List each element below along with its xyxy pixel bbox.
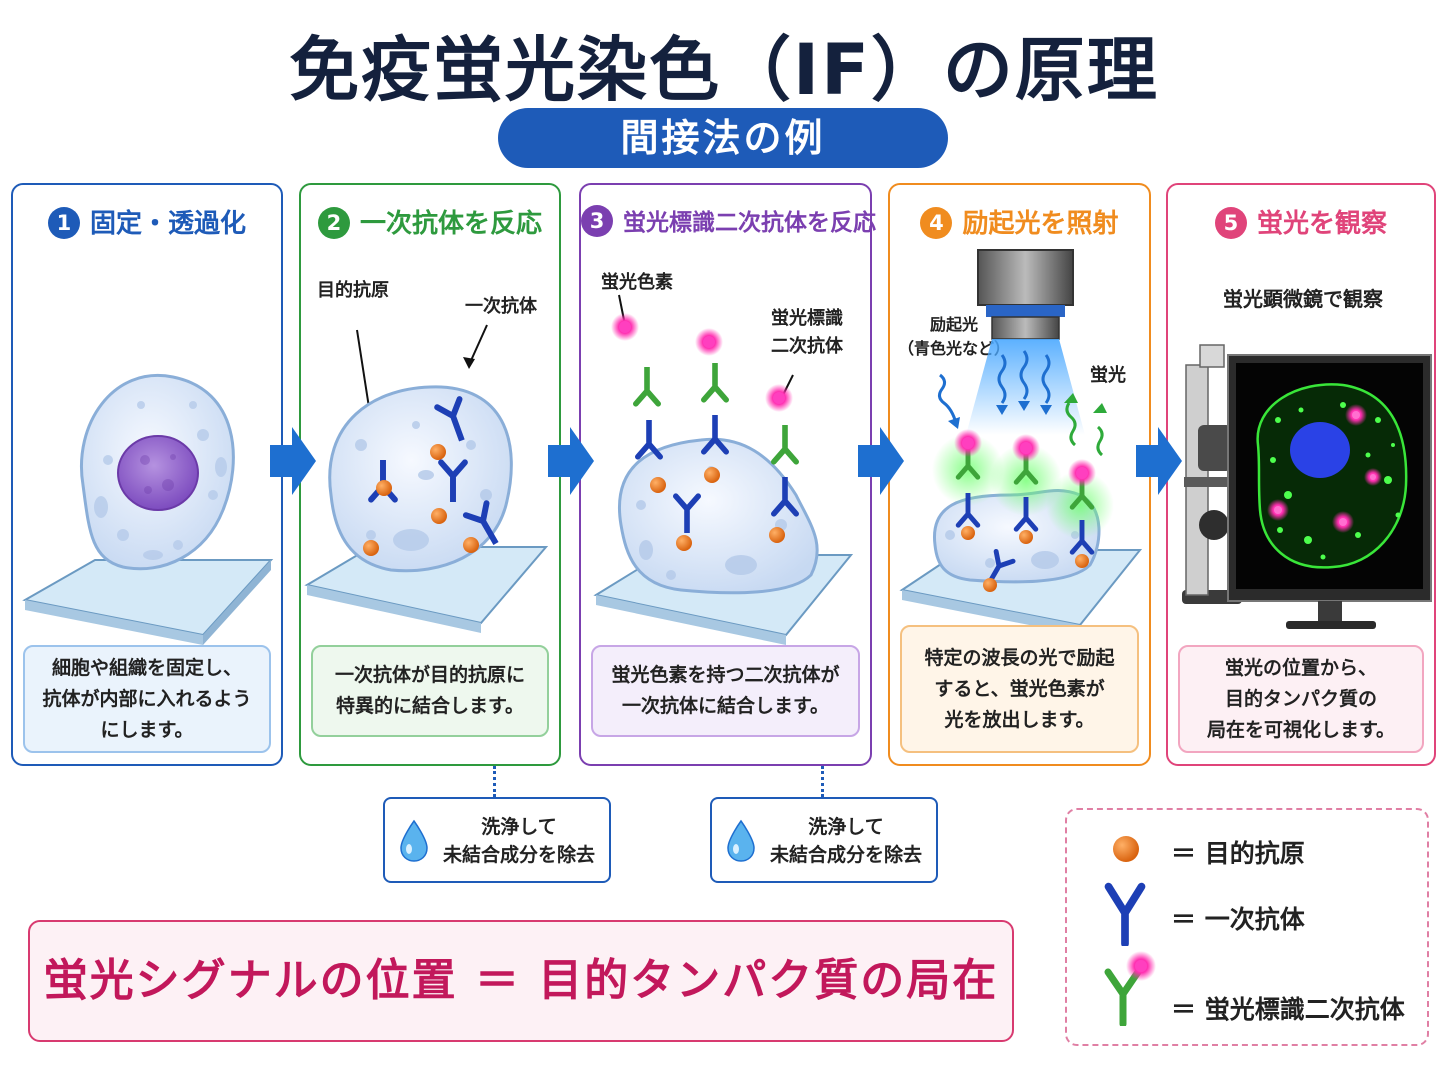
excitation-illustration (899, 249, 1143, 635)
observe-label: 蛍光顕微鏡で観察 (1223, 287, 1383, 311)
page-title: 免疫蛍光染色（IF）の原理 (289, 29, 1159, 111)
step-arrow-3 (858, 427, 904, 495)
nucleus-blue (1290, 422, 1350, 478)
secondary-binding-illustration (593, 294, 854, 645)
labeled-secondary-antibody-icon (1104, 951, 1156, 1026)
step-number-2: 2 (317, 207, 350, 239)
step-description-4: 特定の波長の光で励起すると、蛍光色素が光を放出します。 (900, 625, 1139, 753)
step-number-5: 5 (1214, 207, 1247, 239)
antigen-dot (650, 477, 666, 493)
cell-body (328, 385, 513, 573)
step-number-3: 3 (581, 205, 613, 237)
step-arrow-4 (1136, 427, 1182, 495)
excitation-light-label: 励起光（青色光など） (898, 315, 1011, 358)
antigen-label: 目的抗原 (317, 280, 389, 301)
subtitle-badge: 間接法の例 (498, 108, 948, 168)
antigen-dot (363, 540, 379, 556)
water-drop-icon (727, 819, 755, 862)
antigen-dot (961, 526, 975, 540)
step-number-1: 1 (47, 207, 80, 239)
emission-label: 蛍光 (1090, 365, 1126, 386)
primary-binding-illustration (304, 324, 549, 633)
cell-body (618, 437, 819, 595)
wash-connector-2 (821, 766, 824, 797)
glass-slide (304, 546, 549, 625)
glass-slide (22, 559, 274, 637)
nucleus (117, 435, 199, 511)
microscope-monitor-illustration (1182, 344, 1432, 629)
antigen-dot (1075, 554, 1089, 568)
antigen-dot (431, 508, 447, 524)
step-description-3: 蛍光色素を持つ二次抗体が一次抗体に結合します。 (591, 645, 860, 737)
objective-lens (977, 249, 1074, 306)
fluor-emission-glow (990, 444, 1062, 516)
wash-box-2: 洗浄して未結合成分を除去 (710, 797, 938, 883)
step-arrow-1 (270, 427, 316, 495)
wash-box-1: 洗浄して未結合成分を除去 (383, 797, 611, 883)
labeled-secondary-label: 蛍光標識二次抗体 (771, 308, 843, 357)
legend: ＝ 目的抗原 ＝ 一次抗体 ＝ 蛍光標識二次抗体 (1065, 808, 1429, 1046)
fluor-emission-glow (932, 434, 1004, 506)
water-drop-icon (400, 819, 428, 862)
wash-connector-1 (493, 766, 496, 797)
antigen-dot (430, 444, 446, 460)
step-description-2: 一次抗体が目的抗原に特異的に結合します。 (311, 645, 549, 737)
step-description-5: 蛍光の位置から、目的タンパク質の局在を可視化します。 (1178, 645, 1424, 753)
antigen-dot (376, 480, 392, 496)
antigen-dot (463, 537, 479, 553)
primary-antibody-label: 一次抗体 (465, 296, 537, 317)
antigen-dot (704, 467, 720, 483)
antigen-dot (983, 578, 997, 592)
antigen-dot (676, 535, 692, 551)
step-arrow-2 (548, 427, 594, 495)
fluor-emission-glow (1046, 471, 1114, 539)
antigen-dot (769, 527, 785, 543)
fluorophore-label: 蛍光色素 (601, 272, 673, 293)
antigen-dot-icon (1113, 836, 1139, 862)
step-description-1: 細胞や組織を固定し、抗体が内部に入れるようにします。 (23, 645, 271, 753)
step-number-4: 4 (920, 207, 953, 239)
antigen-dot (1019, 530, 1033, 544)
fixed-cell-illustration (22, 374, 274, 645)
primary-antibody-icon (1104, 882, 1146, 946)
summary-banner: 蛍光シグナルの位置 ＝ 目的タンパク質の局在 (28, 920, 1014, 1042)
